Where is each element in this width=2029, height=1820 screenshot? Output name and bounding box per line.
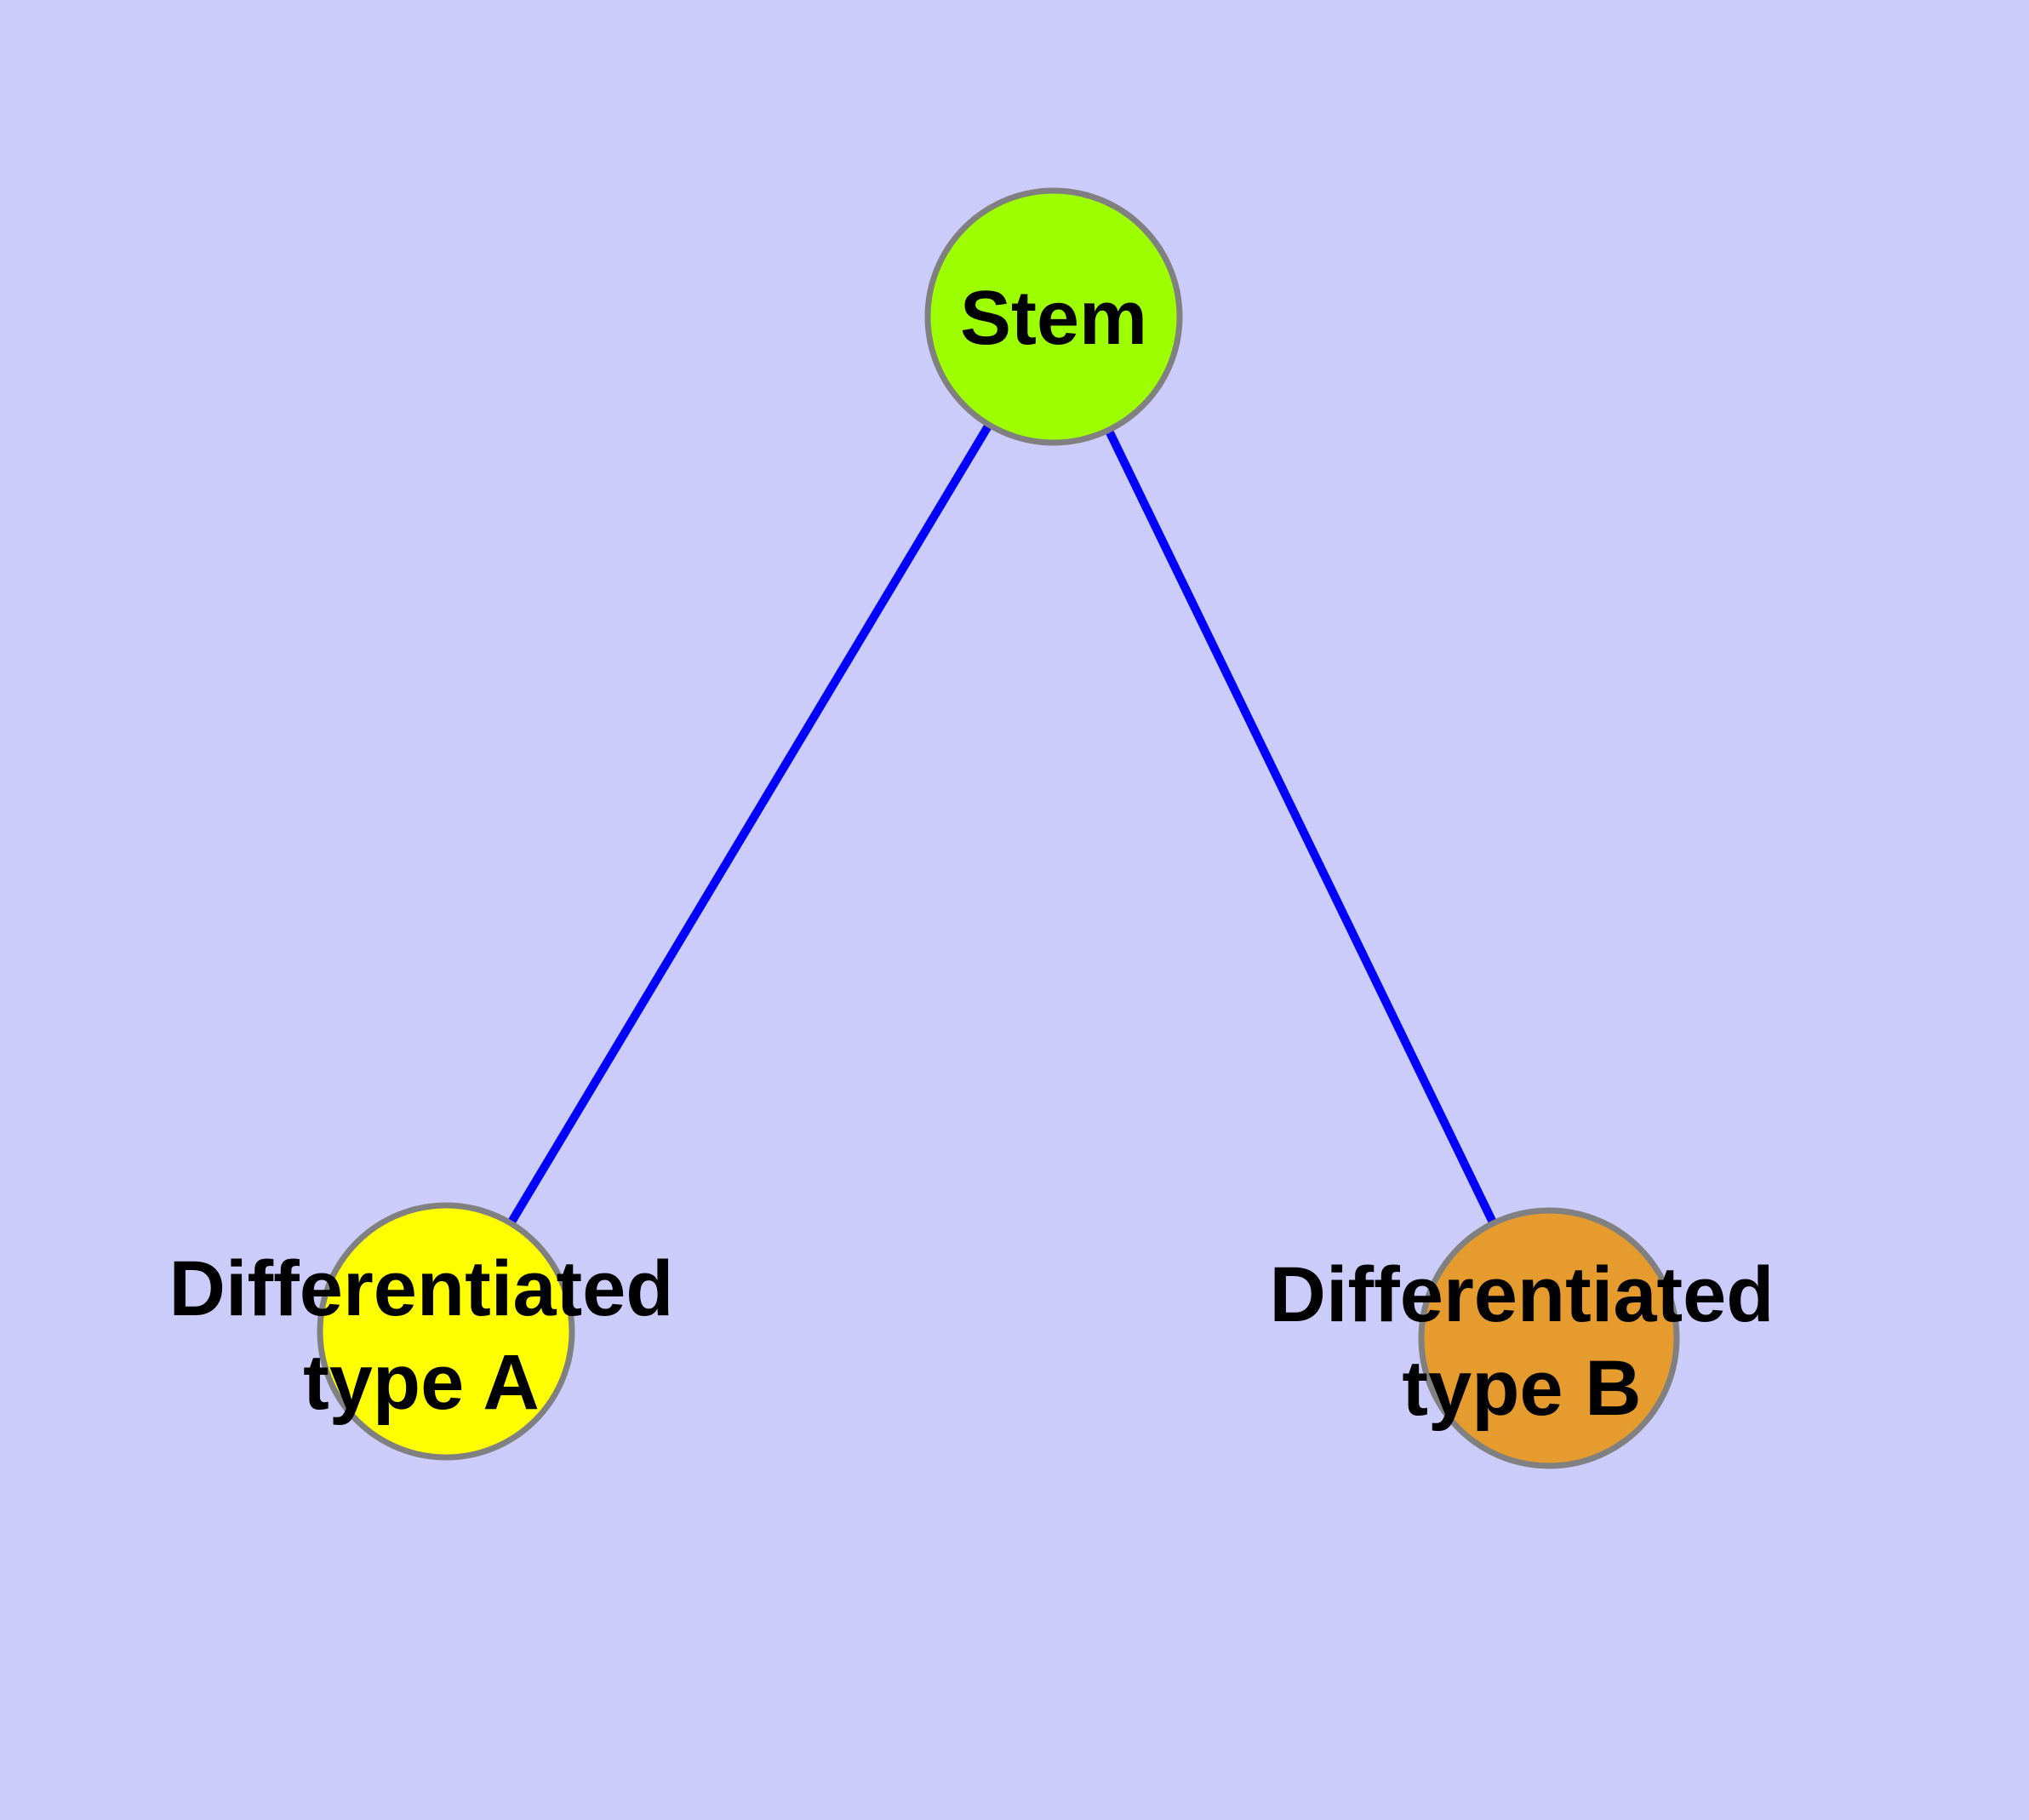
node-circle-diff_b[interactable] [1418, 1207, 1680, 1469]
node-label-line: type A [303, 1339, 540, 1426]
edge-stem-to-diff-a [504, 418, 996, 1230]
node-label-line: Differentiated [1270, 1251, 1775, 1338]
edges-group [504, 418, 1500, 1230]
node-label-stem: Stem [960, 276, 1147, 361]
node-stem[interactable]: Stem [924, 187, 1183, 446]
node-circle-stem[interactable] [924, 187, 1183, 446]
node-label-line: type B [1402, 1345, 1641, 1432]
node-label-line: Differentiated [169, 1245, 674, 1332]
node-label-line: Stem [960, 276, 1147, 361]
node-circle-diff_a[interactable] [317, 1202, 575, 1461]
edge-stem-to-diff-b [1102, 423, 1500, 1230]
